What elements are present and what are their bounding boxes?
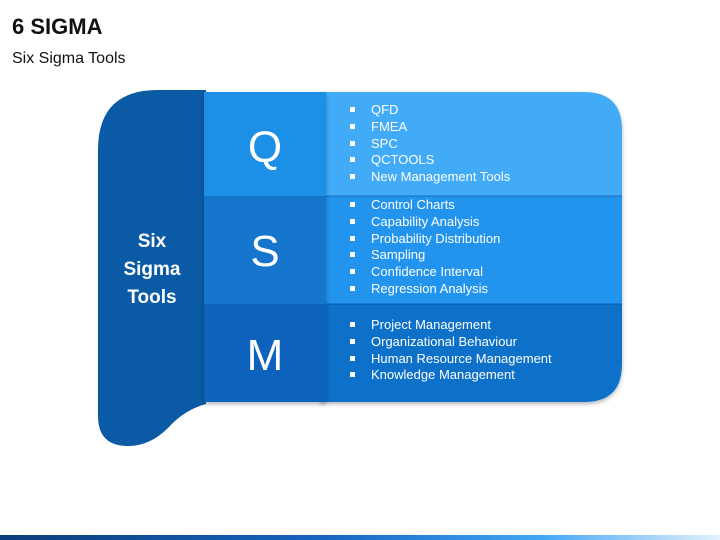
m-list-panel bbox=[320, 304, 622, 402]
list-item: Regression Analysis bbox=[348, 281, 500, 298]
list-item: Knowledge Management bbox=[348, 367, 552, 384]
s-tools-list: Control Charts Capability Analysis Proba… bbox=[348, 197, 500, 298]
s-list-panel bbox=[320, 196, 622, 304]
letter-cells bbox=[204, 92, 326, 402]
footer-gradient-bar bbox=[0, 535, 720, 540]
list-item: Project Management bbox=[348, 317, 552, 334]
page-title: 6 SIGMA bbox=[12, 14, 103, 39]
side-label-line: Sigma bbox=[123, 259, 181, 280]
list-item: New Management Tools bbox=[348, 169, 510, 186]
list-item: FMEA bbox=[348, 119, 510, 136]
side-label-line: Six bbox=[137, 231, 167, 252]
letter-m: M bbox=[246, 331, 284, 380]
list-item: Organizational Behaviour bbox=[348, 334, 552, 351]
page-subtitle: Six Sigma Tools bbox=[12, 50, 126, 67]
list-panels bbox=[320, 92, 622, 402]
q-list-panel bbox=[320, 92, 622, 196]
side-panel bbox=[98, 90, 206, 446]
list-item: Confidence Interval bbox=[348, 264, 500, 281]
q-tools-list: QFD FMEA SPC QCTOOLS New Management Tool… bbox=[348, 102, 510, 186]
list-item: Control Charts bbox=[348, 197, 500, 214]
list-item: QCTOOLS bbox=[348, 152, 510, 169]
side-label: Six Sigma Tools bbox=[102, 228, 202, 312]
side-label-line: Tools bbox=[127, 287, 177, 308]
list-item: QFD bbox=[348, 102, 510, 119]
list-item: Capability Analysis bbox=[348, 214, 500, 231]
letter-s: S bbox=[250, 227, 280, 276]
s-letter-cell bbox=[204, 196, 326, 304]
list-item: Sampling bbox=[348, 247, 500, 264]
m-letter-cell bbox=[204, 304, 326, 402]
list-item: Human Resource Management bbox=[348, 351, 552, 368]
m-tools-list: Project Management Organizational Behavi… bbox=[348, 317, 552, 384]
q-letter-cell bbox=[204, 92, 326, 196]
list-item: SPC bbox=[348, 136, 510, 153]
letter-q: Q bbox=[247, 123, 283, 172]
list-item: Probability Distribution bbox=[348, 231, 500, 248]
